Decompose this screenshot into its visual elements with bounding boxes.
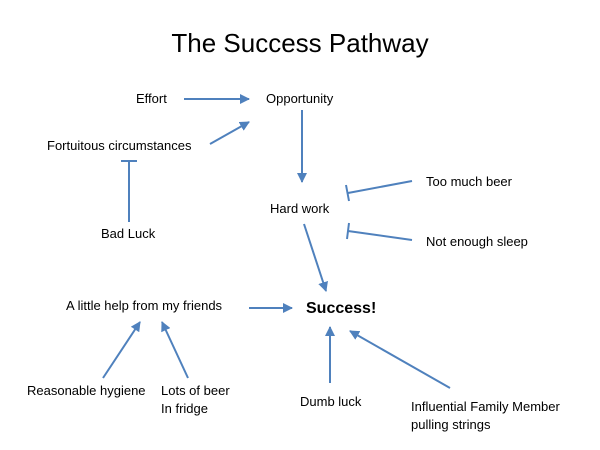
diagram-title: The Success Pathway bbox=[171, 28, 429, 58]
node-reasonable-hygiene: Reasonable hygiene bbox=[27, 383, 146, 398]
edge-hygiene-friends bbox=[102, 321, 141, 379]
edge-beer-hardwork bbox=[347, 180, 413, 194]
node-fortuitous-circumstances: Fortuitous circumstances bbox=[47, 138, 192, 153]
node-not-enough-sleep: Not enough sleep bbox=[426, 234, 528, 249]
node-success: Success! bbox=[306, 300, 377, 317]
node-hard-work: Hard work bbox=[270, 201, 330, 216]
edge-hardwork-success bbox=[303, 223, 328, 292]
inhibit-bar-sleep bbox=[346, 222, 350, 240]
node-lots-of-beer-line2: In fridge bbox=[161, 401, 208, 416]
node-too-much-beer: Too much beer bbox=[426, 174, 512, 189]
edge-sleep-hardwork bbox=[347, 230, 413, 241]
edge-fortuitous-opportunity bbox=[209, 121, 250, 145]
inhibit-bar-beer bbox=[345, 184, 350, 202]
edge-family-success bbox=[349, 330, 451, 389]
node-effort: Effort bbox=[136, 91, 167, 106]
node-influential-family-line1: Influential Family Member bbox=[411, 399, 560, 414]
node-help-from-friends: A little help from my friends bbox=[66, 298, 223, 313]
node-influential-family: Influential Family Member pulling string… bbox=[411, 398, 560, 434]
node-opportunity: Opportunity bbox=[266, 91, 334, 106]
edge-fridge-friends bbox=[161, 321, 189, 379]
node-bad-luck: Bad Luck bbox=[101, 226, 156, 241]
node-influential-family-line2: pulling strings bbox=[411, 417, 491, 432]
node-dumb-luck: Dumb luck bbox=[300, 394, 362, 409]
node-lots-of-beer: Lots of beer In fridge bbox=[161, 382, 230, 418]
node-lots-of-beer-line1: Lots of beer bbox=[161, 383, 230, 398]
